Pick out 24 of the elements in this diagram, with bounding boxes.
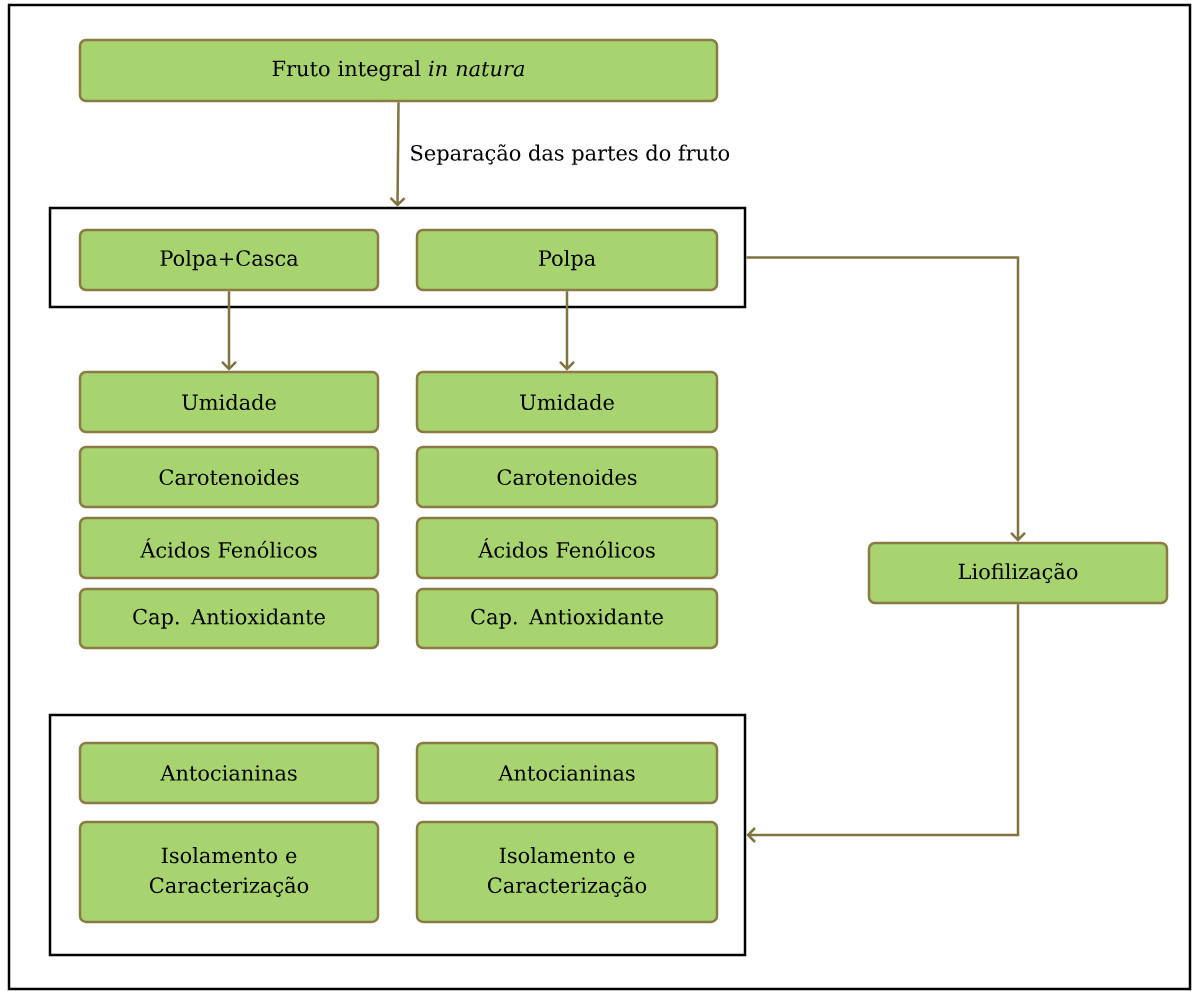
arrow bbox=[746, 604, 1020, 843]
process-box: Antocianinas bbox=[415, 741, 719, 805]
arrow bbox=[221, 291, 237, 371]
process-box: Polpa+Casca bbox=[78, 228, 380, 292]
process-box: Liofilização bbox=[867, 541, 1169, 605]
process-box: Cap. Antioxidante bbox=[415, 587, 719, 650]
process-box: Fruto integral in natura bbox=[78, 38, 719, 103]
process-box: Isolamento e Caracterização bbox=[78, 820, 380, 924]
arrow bbox=[559, 291, 575, 371]
process-box: Carotenoides bbox=[78, 445, 380, 509]
process-box: Isolamento e Caracterização bbox=[415, 820, 719, 924]
process-box: Ácidos Fenólicos bbox=[78, 516, 380, 580]
process-box: Umidade bbox=[78, 370, 380, 434]
process-box: Antocianinas bbox=[78, 741, 380, 805]
group-frame bbox=[48, 206, 747, 309]
group-frame bbox=[48, 713, 747, 957]
process-box: Polpa bbox=[415, 228, 719, 292]
arrow bbox=[389, 102, 406, 207]
process-box: Cap. Antioxidante bbox=[78, 587, 380, 650]
edge-label: Separação das partes do fruto bbox=[411, 144, 730, 165]
process-box: Carotenoides bbox=[415, 445, 719, 509]
process-box: Ácidos Fenólicos bbox=[415, 516, 719, 580]
process-box: Umidade bbox=[415, 370, 719, 434]
arrow bbox=[746, 256, 1026, 542]
